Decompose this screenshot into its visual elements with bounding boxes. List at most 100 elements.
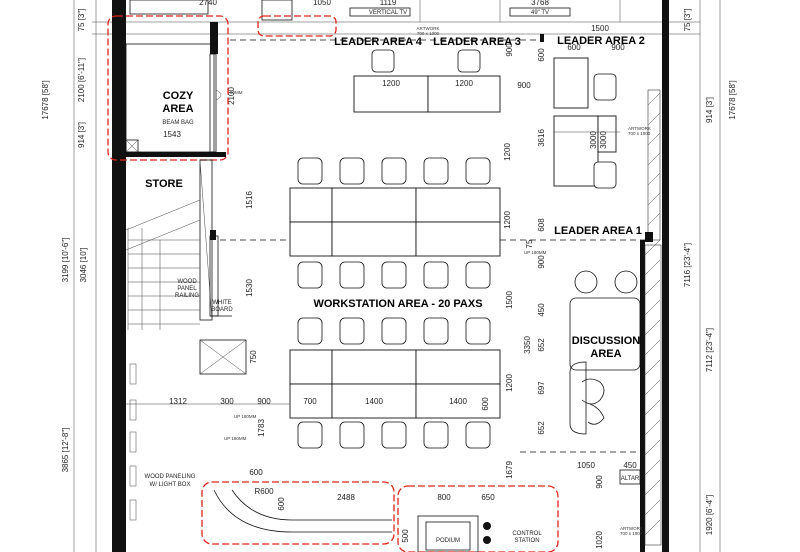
left-dimensions: 75 [3"] 2100 [6'-11"] 914 [3'] 3199 [10'… [41,9,88,473]
dim-right-75: 75 [3"] [683,9,692,32]
altar-label: ALTAR [621,476,640,482]
dim-900-row: 900 [257,397,271,406]
dim-row-1400-a: 1400 [365,397,383,406]
dim-row-1400-b: 1400 [449,397,467,406]
dim-lead3-3000: 3000 [589,131,598,149]
dim-cozy-2100: 2100 [227,87,236,105]
workstation-area: WORKSTATION AREA - 20 PAXS 1516 1530 700… [245,157,514,479]
top-strip [129,0,621,22]
outer-dimension-frame [73,0,721,552]
leader-area-4-label: LEADER AREA 4 [334,36,423,48]
dim-75: 75 [525,239,534,248]
dim-lead2-1500: 1500 [591,24,609,33]
dim-900-b: 900 [517,81,531,90]
vertical-tv-label: VERTICAL TV [369,10,407,16]
dim-600-d: 600 [537,48,546,62]
dim-600-b: 600 [277,497,286,511]
dim-500: 500 [401,529,410,543]
dim-800: 800 [437,493,451,502]
dim-top-1050: 1050 [313,0,331,7]
dim-650: 650 [481,493,495,502]
dim-right-914: 914 [3'] [705,97,714,123]
dim-row-600: 600 [481,397,490,411]
store-label: STORE [145,178,183,190]
dim-1200-a: 1200 [503,143,512,161]
dim-top-1119: 1119 [380,0,397,7]
dim-left-3199: 3199 [10'-6"] [61,238,70,283]
entry-zone: 750 1312 300 900 1783 UP 180MM UP 180MM … [126,339,392,533]
thirty-mm-label: 30MM [230,90,243,95]
walls [112,0,669,552]
dim-right-7116: 7116 [23'-4"] [683,243,692,287]
dim-1020: 1020 [595,531,604,549]
up-180-label-a: UP 180MM [234,414,257,419]
dim-2488: 2488 [337,493,355,502]
dim-1530: 1530 [245,279,254,297]
dim-3616: 3616 [537,129,546,147]
dim-right-17678: 17678 [58'] [728,80,737,119]
tv-label: 49" TV [531,10,549,16]
dim-disc-697: 697 [537,381,546,395]
dim-left-3865: 3865 [12'-8"] [61,428,70,473]
bean-bag-label: BEAM BAG [162,120,194,126]
dim-1500: 1500 [505,291,514,309]
leader-area-2: LEADER AREA 2 1500 600 900 3000 3000 ART… [220,24,651,241]
dim-750: 750 [249,350,258,364]
dim-left-914: 914 [3'] [77,122,86,148]
dim-right-1920: 1920 [6'-4"] [705,495,714,535]
dim-1200-c: 1200 [505,374,514,392]
dim-608: 608 [537,218,546,232]
leader-area-3-label: LEADER AREA 3 [433,36,521,48]
dim-lead2-900: 900 [611,43,625,52]
right-dimensions: 75 [3"] 914 [3'] 7116 [23'-4"] 7112 [23'… [683,9,737,536]
dim-disc-900: 900 [537,255,546,269]
revision-cloud-cozy [107,15,229,161]
dim-900-a: 900 [505,43,514,57]
dim-1516: 1516 [245,191,254,209]
dim-disc-3350: 3350 [523,336,532,354]
dim-right-7112: 7112 [23'-4"] [705,328,714,372]
revision-cloud-podium [397,485,559,552]
up-180-label-b: UP 180MM [224,436,247,441]
leader-area-2-label: LEADER AREA 2 [557,35,645,47]
dim-top-3768: 3768 [531,0,549,7]
dim-1783: 1783 [257,419,266,437]
dim-left-17678: 17678 [58'] [41,80,50,119]
dim-left-3046: 3046 [10'] [79,248,88,283]
dim-disc-652a: 652 [537,338,546,352]
workstation-area-label: WORKSTATION AREA - 20 PAXS [313,298,482,310]
leader-area-1-label: LEADER AREA 1 [554,225,642,237]
up-180-label-c: UP 180MM [524,250,547,255]
dim-top-2740: 2740 [199,0,217,7]
dim-900-c: 900 [595,475,604,489]
dim-1200-b: 1200 [503,211,512,229]
dim-r600: R600 [254,487,274,496]
dim-disc-450b: 450 [623,461,637,470]
dim-600-c: 600 [249,468,263,477]
revision-cloud-reception [201,481,395,545]
dim-disc-652b: 652 [537,421,546,435]
dim-1679: 1679 [505,461,514,479]
dim-lead1-3000: 3000 [599,131,608,149]
dim-1312: 1312 [169,397,187,406]
dim-disc-1050: 1050 [577,461,595,470]
dim-300: 300 [220,397,234,406]
podium-label: PODIUM [436,538,460,544]
dim-desk-1200-a: 1200 [382,79,400,88]
dim-desk-1200-b: 1200 [455,79,473,88]
dim-left-2100: 2100 [6'-11"] [77,58,86,102]
dim-lead2-600: 600 [567,43,581,52]
